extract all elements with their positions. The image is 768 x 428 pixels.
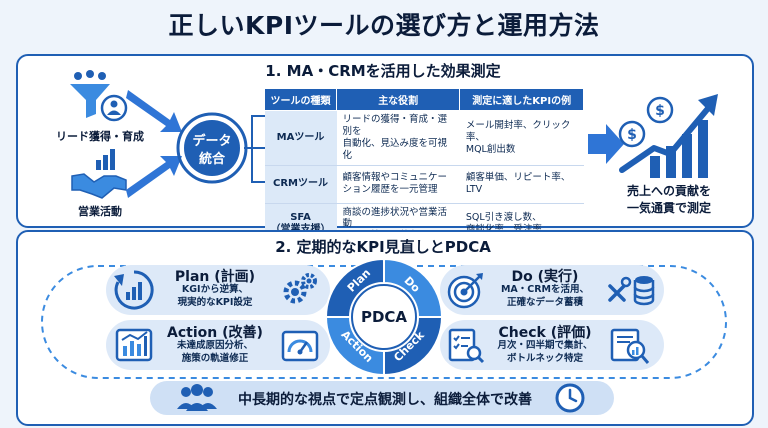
svg-text:$: $ — [627, 127, 637, 143]
lead-label: リード獲得・育成 — [56, 130, 144, 143]
kpi-line: 顧客単価、リピート率、 — [465, 172, 571, 184]
tool-text: CRMツール — [273, 177, 328, 189]
plan-desc-1: KGIから逆算、 — [181, 284, 249, 295]
do-desc-1: MA・CRMを活用、 — [500, 284, 590, 295]
kpi-cell: 顧客単価、リピート率、LTV — [459, 165, 584, 204]
banner-text: 中長期的な視点で定点観測し、組織全体で改善 — [238, 392, 532, 408]
data-integration-text-1: データ — [192, 134, 232, 149]
gauge-icon — [280, 326, 320, 366]
role-cell: リードの獲得・育成・選別を自動化、見込み度を可視化 — [336, 110, 460, 166]
plan-title: Plan (計画) — [174, 269, 256, 285]
tool-text: SFA — [290, 211, 311, 223]
data-integration-text-2: 統合 — [198, 152, 225, 167]
kpi-line: メール開封率、クリック率、 — [465, 119, 571, 143]
pdca-center-label: PDCA — [360, 308, 408, 326]
role-line: リードの獲得・育成・選別を — [342, 114, 448, 137]
plan-cycle-chart-icon — [112, 268, 156, 312]
bottom-banner — [150, 381, 614, 415]
section1-title: 1. MA・CRMを活用した効果測定 — [265, 62, 501, 80]
do-title: Do (実行) — [511, 269, 579, 285]
tool-cell: CRMツール — [264, 165, 337, 204]
team-icon — [176, 383, 218, 413]
page-title: 正しいKPIツールの選び方と運用方法 — [168, 11, 600, 40]
kpi-line: 商談化率、受注率 — [466, 224, 542, 235]
tool-cell: MAツール — [264, 110, 337, 166]
role-line: 自動化、見込み度を可視化 — [342, 137, 448, 161]
funnel-user-icon — [68, 70, 128, 122]
role-line: 商談の進捗状況や営業活動 — [342, 206, 448, 230]
table-row: MAツール リードの獲得・育成・選別を自動化、見込み度を可視化 メール開封率、ク… — [264, 110, 584, 166]
header-role: 主な役割 — [335, 88, 461, 111]
check-title: Check (評価) — [498, 325, 592, 341]
kpi-table-header: ツールの種類 主な役割 測定に適したKPIの例 — [264, 88, 584, 111]
checklist-magnifier-icon — [446, 326, 486, 366]
kpi-cell: メール開封率、クリック率、MQL創出数 — [459, 110, 584, 166]
tools-database-icon — [606, 270, 656, 310]
tool-text: （営業支援） — [271, 224, 331, 235]
action-desc-2: 施策の軌道修正 — [181, 353, 249, 364]
svg-text:$: $ — [655, 103, 665, 119]
contribution-label-1: 売上への貢献を — [626, 184, 711, 198]
kpi-line: MQL創出数 — [465, 143, 516, 155]
table-row: CRMツール 顧客情報やコミュニケーション履歴を一元管理 顧客単価、リピート率、… — [264, 165, 584, 204]
contribution-label-2: 一気通貫で測定 — [626, 201, 711, 215]
section2-title: 2. 定期的なKPI見直しとPDCA — [275, 238, 491, 256]
action-desc-1: 未達成原因分析、 — [176, 340, 253, 351]
role-cell: 顧客情報やコミュニケーション履歴を一元管理 — [336, 165, 460, 204]
connector-lines — [244, 106, 268, 200]
tool-text: MAツール — [276, 131, 325, 143]
check-desc-1: 月次・四半期で集計、 — [497, 340, 593, 351]
action-title: Action (改善) — [167, 325, 263, 341]
right-arrow-icon — [588, 122, 624, 166]
target-icon — [446, 270, 486, 310]
growth-chart-icon: $ $ — [614, 90, 724, 182]
check-desc-2: ボトルネック特定 — [506, 353, 583, 364]
report-magnifier-icon — [608, 326, 650, 366]
clock-icon — [554, 382, 586, 414]
role-line: ション履歴を一元管理 — [342, 184, 438, 195]
kpi-table: ツールの種類 主な役割 測定に適したKPIの例 MAツール リードの獲得・育成・… — [264, 88, 584, 247]
action-chart-icon — [114, 326, 154, 366]
arrows-in-icon — [124, 84, 184, 204]
header-tool: ツールの種類 — [264, 88, 337, 111]
handshake-chart-icon — [70, 146, 128, 200]
plan-desc-2: 現実的なKPI設定 — [177, 297, 253, 308]
kpi-line: LTV — [465, 184, 483, 195]
pdca-cycle-wheel — [324, 252, 444, 382]
do-desc-2: 正確なデータ蓄積 — [506, 297, 583, 308]
kpi-line: SQL引き渡し数、 — [465, 212, 542, 224]
sales-label: 営業活動 — [78, 205, 122, 218]
role-line: 顧客情報やコミュニケー — [342, 172, 448, 184]
header-kpi: 測定に適したKPIの例 — [459, 88, 584, 111]
gears-icon — [280, 270, 320, 310]
